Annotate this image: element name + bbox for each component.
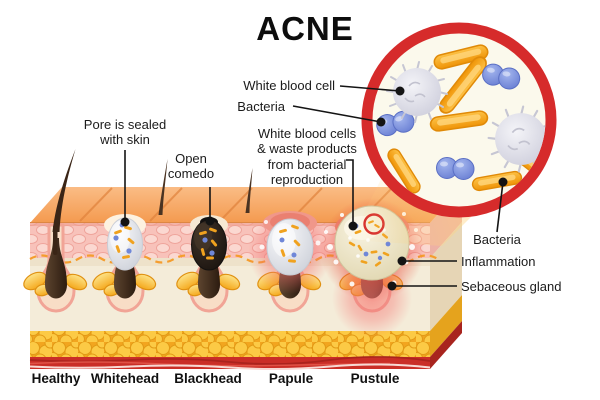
hair-shaft <box>52 149 253 255</box>
callout-sebaceous-gland: Sebaceous gland <box>461 279 562 294</box>
stage-label-whitehead: Whitehead <box>90 371 160 386</box>
stage-label-pustule: Pustule <box>350 371 400 386</box>
callout-wbc-waste: White blood cells & waste products from … <box>257 126 357 187</box>
callout-pore-sealed: Pore is sealed with skin <box>83 117 167 148</box>
magnifier-circle <box>361 22 557 218</box>
pointer-lines <box>124 85 504 287</box>
diagram-title: ACNE <box>256 10 354 47</box>
callout-open-comedo: Open comedo <box>167 151 215 182</box>
callout-bacteria-rod: Bacteria <box>473 232 521 247</box>
callout-white-blood-cell: White blood cell <box>243 78 335 93</box>
stage-label-healthy: Healthy <box>31 371 81 386</box>
papule-plug <box>248 210 332 294</box>
pointer-dots <box>120 86 508 291</box>
whitehead-plug <box>104 214 146 271</box>
callout-inflammation: Inflammation <box>461 254 536 269</box>
callout-bacteria-magnified: Bacteria <box>237 99 285 114</box>
basement-membrane-line <box>29 254 439 264</box>
stage-label-blackhead: Blackhead <box>174 371 242 386</box>
cocci-bacteria-icon <box>436 157 475 180</box>
muscle-layer <box>29 355 431 371</box>
stage-label-papule: Papule <box>268 371 314 386</box>
